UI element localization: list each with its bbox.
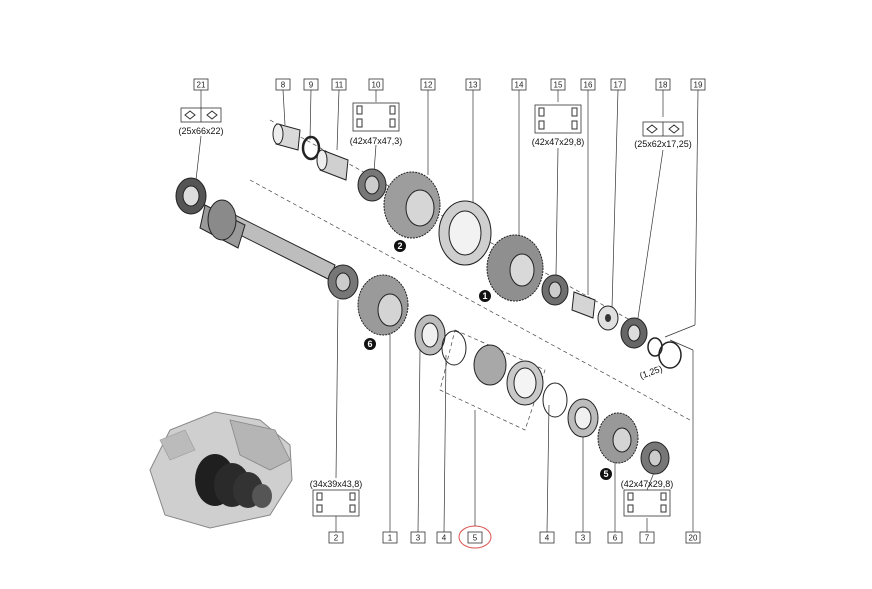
svg-text:5: 5: [473, 534, 478, 543]
callout-2: 2: [328, 299, 344, 544]
taper-bearing-symbol-21: [180, 107, 222, 123]
svg-text:15: 15: [554, 81, 563, 90]
callout-6: 6: [607, 455, 623, 544]
bottom-callouts: 2 1 3 4 5 4 3 6 7 20: [328, 299, 701, 549]
svg-text:1: 1: [388, 534, 393, 543]
gear-marker-2: 2: [394, 240, 406, 252]
callout-17: 17: [610, 78, 626, 309]
callout-9: 9: [303, 78, 319, 141]
taper-bearing-21: [175, 177, 207, 215]
svg-text:3: 3: [416, 534, 421, 543]
svg-text:19: 19: [694, 81, 703, 90]
needle-bearing-15: [541, 274, 569, 306]
callout-11: 11: [331, 78, 347, 151]
callout-18: 18: [637, 78, 671, 319]
callout-1: 1: [382, 330, 398, 544]
synchro-group-outline: [439, 329, 546, 431]
needle-bearing-10: [357, 168, 387, 202]
svg-text:16: 16: [584, 81, 593, 90]
callout-5-highlighted: 5: [458, 410, 492, 549]
dimension-10: (42x47x47,3): [350, 136, 403, 146]
sleeve-8: [272, 123, 301, 151]
svg-text:6: 6: [367, 339, 372, 349]
callout-4a: 4: [436, 354, 452, 544]
svg-text:2: 2: [397, 241, 402, 251]
gear-12: [383, 171, 441, 239]
svg-text:10: 10: [372, 81, 381, 90]
svg-text:9: 9: [309, 81, 314, 90]
svg-text:14: 14: [515, 81, 524, 90]
svg-text:8: 8: [281, 81, 286, 90]
sleeve-11: [316, 149, 349, 181]
spring-ring-4b: [542, 382, 568, 418]
callout-16: 16: [580, 78, 596, 295]
needle-bearing-symbol-10: [352, 102, 400, 132]
svg-text:4: 4: [545, 534, 550, 543]
svg-text:7: 7: [645, 534, 650, 543]
needle-bearing-2: [327, 264, 359, 300]
needle-bearing-symbol-7: [623, 489, 671, 517]
callout-8: 8: [275, 78, 291, 126]
svg-text:11: 11: [335, 81, 344, 90]
top-callouts: 21 8 9 11 10 12 13 14 15 16 17 18 19: [193, 78, 706, 338]
dimension-15: (42x47x29,8): [532, 137, 585, 147]
callout-3a: 3: [410, 349, 426, 544]
dimension-19: (1,25): [638, 363, 664, 380]
svg-text:3: 3: [581, 534, 586, 543]
shim-19: [647, 337, 682, 369]
svg-text:20: 20: [689, 534, 698, 543]
spring-ring-4a: [441, 330, 467, 366]
svg-text:1: 1: [482, 291, 487, 301]
washer-17: [597, 305, 619, 331]
svg-text:17: 17: [614, 81, 623, 90]
input-shaft: [199, 199, 336, 281]
synchro-hub-5: [473, 344, 544, 406]
callout-19: 19: [664, 78, 706, 338]
gear-marker-1: 1: [479, 290, 491, 302]
gear-1: [357, 274, 409, 336]
gear-14: [486, 234, 544, 302]
svg-text:13: 13: [469, 81, 478, 90]
svg-text:2: 2: [334, 534, 339, 543]
svg-text:5: 5: [603, 469, 608, 479]
dimension-21: (25x66x22): [178, 126, 223, 136]
needle-bearing-symbol-15: [534, 104, 582, 134]
needle-bearing-7: [640, 441, 670, 475]
callout-21: 21: [193, 78, 209, 181]
sleeve-16: [571, 291, 596, 319]
taper-bearing-symbol-18: [642, 121, 684, 137]
callout-15: 15: [550, 78, 566, 276]
synchro-ring-3b: [567, 398, 599, 438]
callout-13: 13: [465, 78, 481, 205]
svg-text:18: 18: [659, 81, 668, 90]
synchro-ring-13: [438, 200, 492, 266]
circlip-9: [301, 135, 321, 161]
gearbox-housing-illustration: [149, 411, 293, 529]
callout-10: 10: [368, 78, 384, 173]
dimension-18: (25x62x17,25): [634, 139, 692, 149]
callout-7: 7: [639, 469, 656, 544]
dimension-2: (34x39x43,8): [310, 479, 363, 489]
needle-bearing-symbol-2: [312, 489, 360, 517]
gear-marker-6: 6: [364, 338, 376, 350]
callout-3b: 3: [575, 435, 591, 544]
gear-markers: 1 2 5 6: [364, 240, 612, 480]
svg-text:4: 4: [442, 534, 447, 543]
svg-text:12: 12: [424, 81, 433, 90]
callout-20: 20: [669, 339, 701, 544]
gear-marker-5: 5: [600, 468, 612, 480]
svg-text:6: 6: [613, 534, 618, 543]
callout-12: 12: [420, 78, 436, 175]
svg-text:21: 21: [197, 81, 206, 90]
dimension-7: (42x47x29,8): [621, 479, 674, 489]
taper-bearing-18: [620, 317, 648, 349]
callout-4b: 4: [539, 404, 555, 544]
assembly-axis-lines: [249, 119, 691, 431]
synchro-ring-3a: [414, 314, 446, 356]
gear-6: [597, 412, 639, 464]
callout-14: 14: [511, 78, 527, 235]
